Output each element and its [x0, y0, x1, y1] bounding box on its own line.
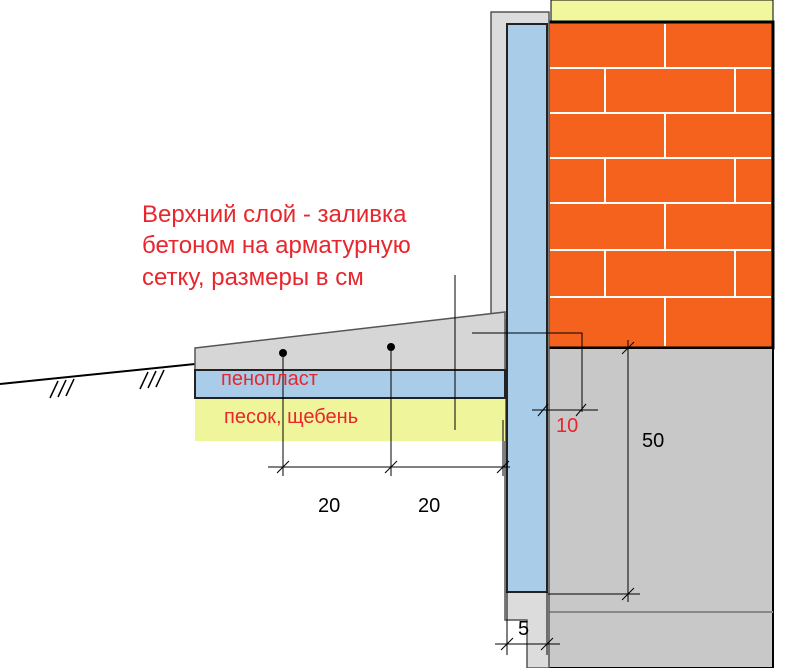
brick-wall — [546, 20, 775, 350]
dimension-label-depth: 50 — [642, 430, 664, 452]
foundation-block — [547, 347, 774, 668]
sand-layer — [195, 399, 505, 441]
vertical-insulation — [506, 23, 548, 593]
ground-line — [0, 363, 196, 385]
dimension-label-offset: 10 — [556, 415, 578, 437]
sand-label: песок, щебень — [224, 406, 358, 428]
foam-label: пенопласт — [221, 368, 318, 390]
note-line-1: Верхний слой - заливка — [142, 201, 407, 228]
note-line-3: сетку, размеры в см — [142, 264, 364, 291]
dimension-label-step2: 20 — [418, 495, 440, 517]
foam-layer — [194, 369, 506, 399]
top-sand-strip — [550, 0, 774, 23]
dimension-label-step1: 20 — [318, 495, 340, 517]
concrete-slab — [194, 311, 506, 371]
offset-dimension-line — [472, 332, 583, 412]
dimension-lines-width — [268, 347, 510, 476]
ground-hatch — [49, 369, 165, 399]
offset-tick — [537, 403, 549, 417]
note-line-2: бетоном на арматурную — [142, 232, 411, 259]
insulation-dimension-line — [495, 592, 560, 655]
depth-dimension-line — [548, 340, 640, 602]
offset-tick — [575, 403, 587, 417]
dimension-label-insulation: 5 — [518, 618, 529, 640]
